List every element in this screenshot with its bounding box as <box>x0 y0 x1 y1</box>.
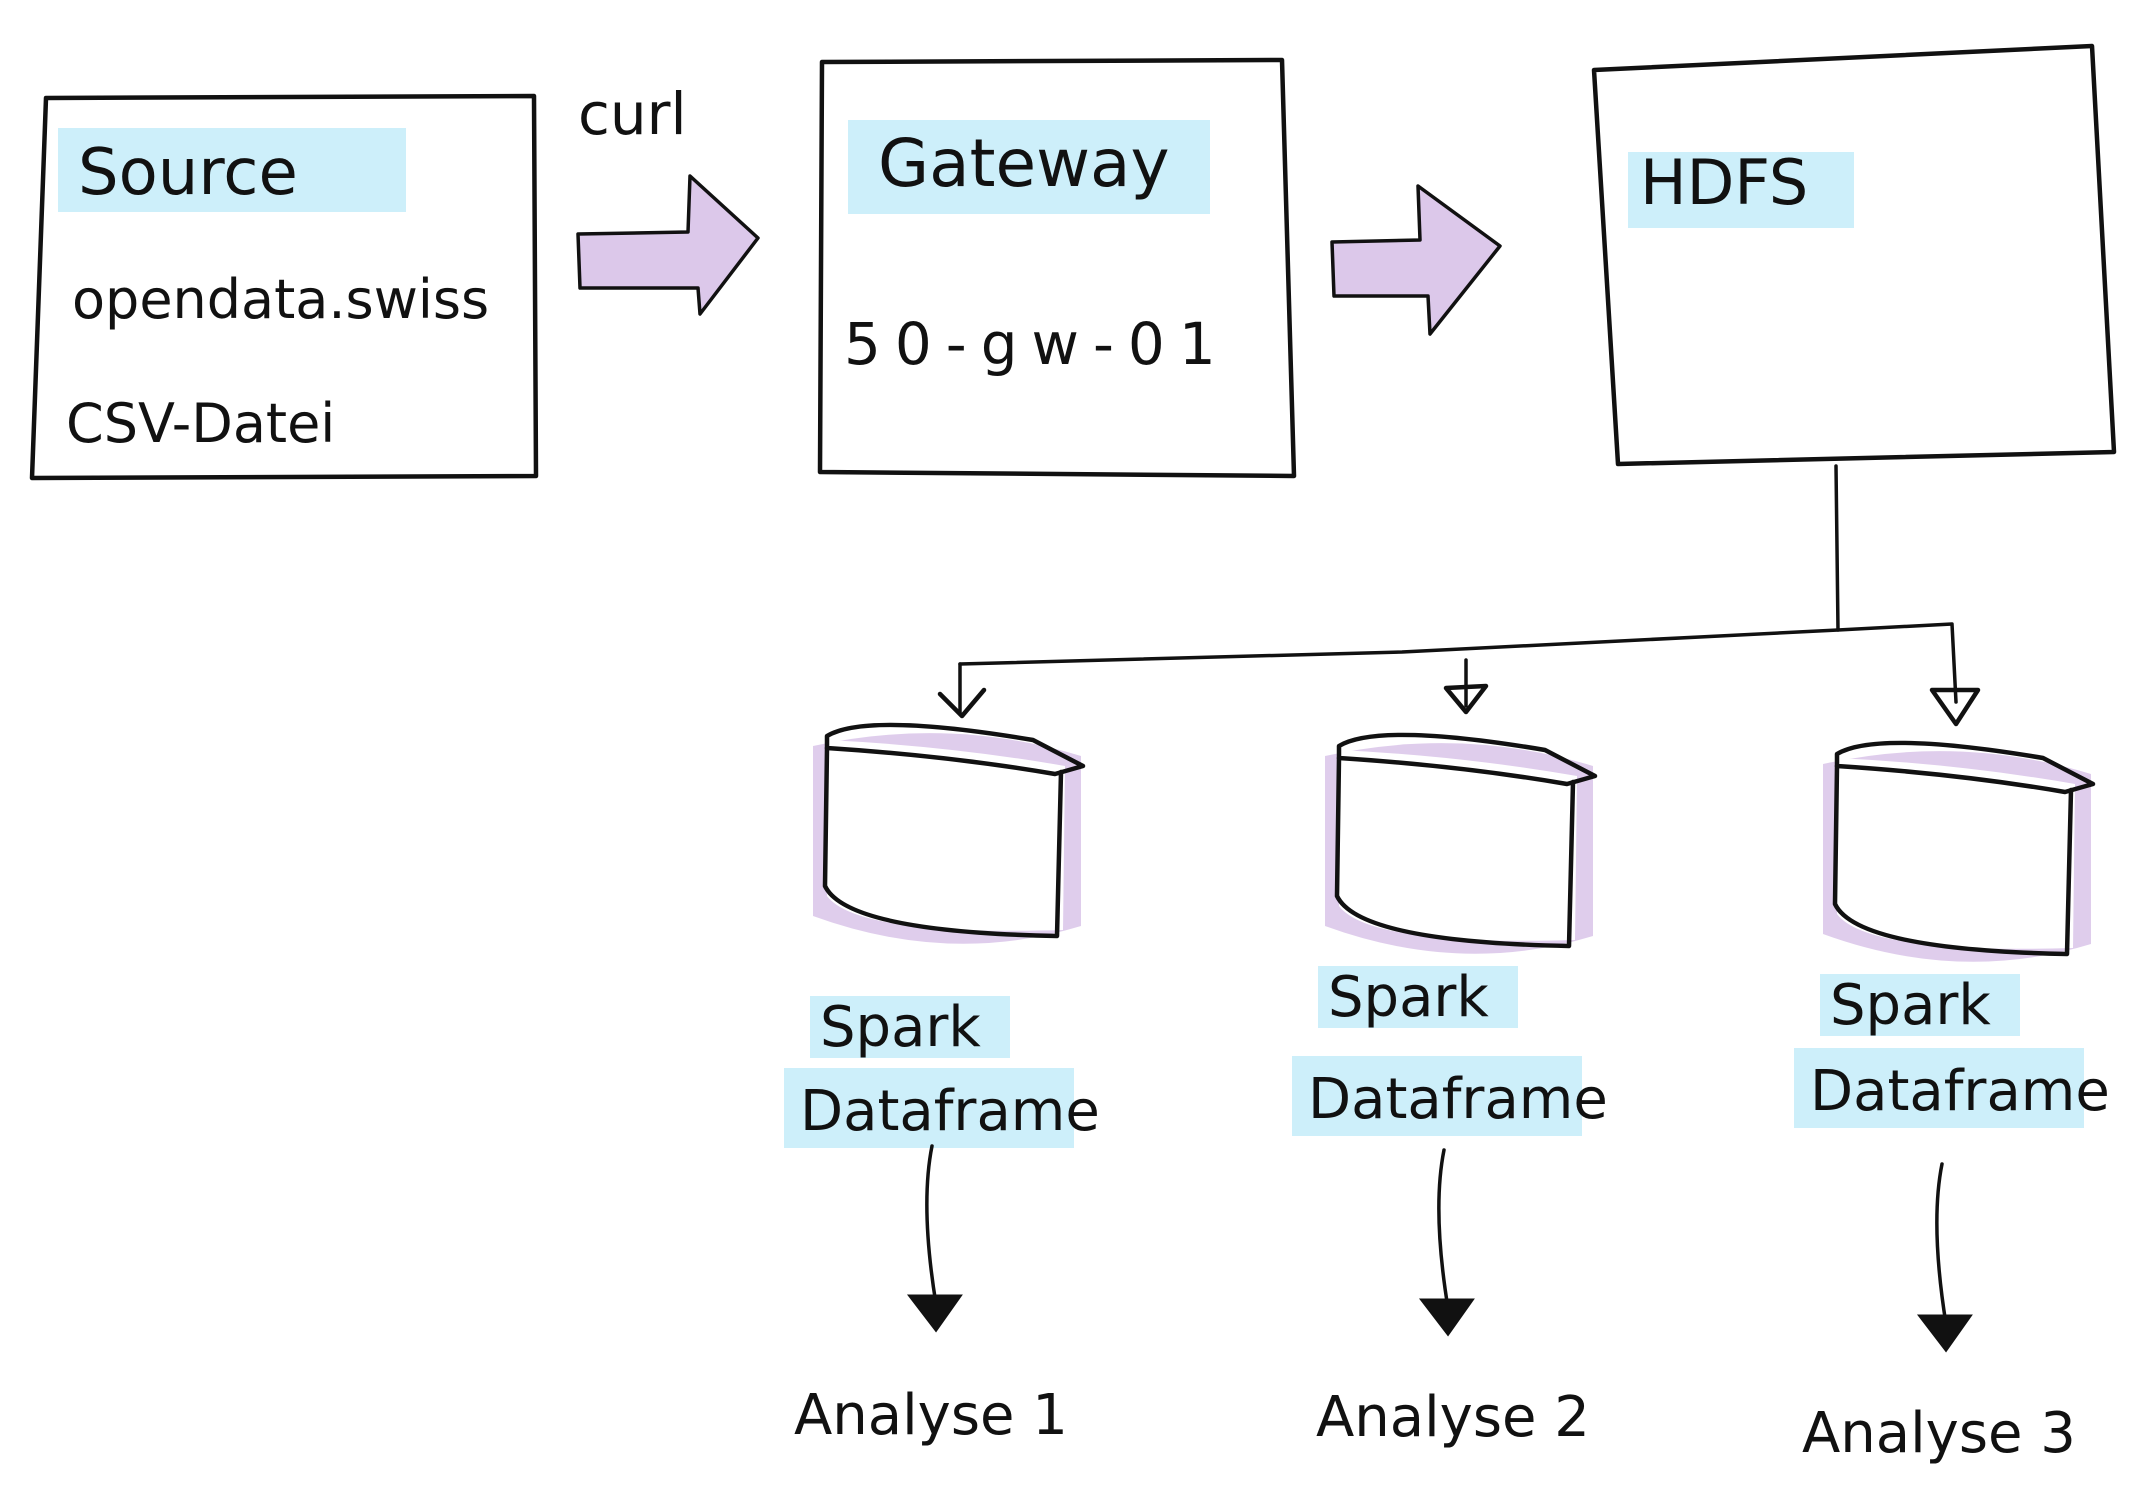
hdfs-distribution-tree <box>937 464 1981 727</box>
dataframe-label-highlight-top-3 <box>1820 974 2020 1036</box>
dataframe-label-highlight-top-1 <box>810 996 1010 1058</box>
source-box <box>29 93 539 481</box>
gateway-node: Gateway 50-gw-01 <box>817 57 1297 479</box>
dataframe-label-highlight-bottom-1 <box>784 1068 1074 1148</box>
analysis-label-3: Analyse 3 <box>1802 1401 2076 1466</box>
dataframe-label-line1-1: Spark <box>820 995 981 1060</box>
hdfs-box <box>1591 43 2117 467</box>
dataframe-label-line2-2: Dataframe <box>1308 1067 1608 1132</box>
gateway-title: Gateway <box>878 125 1170 202</box>
hdfs-title: HDFS <box>1640 146 1808 219</box>
analysis-arrowhead-1 <box>906 1294 963 1333</box>
hdfs-branch-line <box>958 622 1958 704</box>
source-line1: opendata.swiss <box>72 268 489 331</box>
hdfs-title-highlight <box>1628 152 1854 228</box>
cylinder-sides-3 <box>1832 763 2074 957</box>
cylinder-lid-3 <box>1834 740 2096 795</box>
analysis-label-1: Analyse 1 <box>794 1383 1068 1448</box>
analysis-arrowhead-2 <box>1418 1298 1475 1337</box>
cylinder-sides-1 <box>822 745 1064 939</box>
gateway-title-highlight <box>848 120 1210 214</box>
source-to-gateway-arrow: curl <box>576 80 760 316</box>
dataframe-label-highlight-top-2 <box>1318 966 1518 1028</box>
dataframe-label-line1-2: Spark <box>1328 965 1489 1030</box>
hdfs-stem-line <box>1834 464 1840 632</box>
analysis-arrow-shaft-2 <box>1437 1148 1450 1310</box>
analysis-label-2: Analyse 2 <box>1316 1385 1590 1450</box>
source-title: Source <box>78 136 298 210</box>
branch-arrowhead-2 <box>1443 683 1489 715</box>
dataframe-label-highlight-bottom-3 <box>1794 1048 2084 1128</box>
branch-arrowhead-1 <box>937 687 987 719</box>
cylinder-lid-1 <box>824 722 1086 777</box>
dataframe-label-line1-3: Spark <box>1830 973 1991 1038</box>
branch-arrowhead-3 <box>1929 687 1981 727</box>
dataframe-label-line2-3: Dataframe <box>1810 1059 2110 1124</box>
cylinder-body-2 <box>1339 750 1577 941</box>
cylinder-sides-2 <box>1334 755 1576 949</box>
source-line2: CSV-Datei <box>66 392 335 455</box>
hdfs-node: HDFS <box>1591 43 2117 467</box>
analysis-arrow-shaft-3 <box>1935 1162 1948 1326</box>
dataframe-label-highlight-bottom-2 <box>1292 1056 1582 1136</box>
hdfs-arrow-shape <box>1330 184 1502 336</box>
source-title-highlight <box>58 128 406 212</box>
gateway-box <box>817 57 1297 479</box>
analysis-arrow-shaft-1 <box>925 1144 938 1306</box>
analysis-arrowhead-3 <box>1916 1314 1973 1353</box>
source-node: Source opendata.swiss CSV-Datei <box>29 93 539 481</box>
gateway-to-hdfs-arrow <box>1330 184 1502 336</box>
gateway-line1: 50-gw-01 <box>844 310 1230 378</box>
dataframe-label-line2-1: Dataframe <box>800 1079 1100 1144</box>
cylinder-body-3 <box>1837 758 2075 949</box>
cylinder-body-1 <box>827 740 1065 931</box>
curl-arrow-shape <box>576 174 760 316</box>
curl-label: curl <box>578 80 687 148</box>
cylinder-lid-2 <box>1336 732 1598 787</box>
